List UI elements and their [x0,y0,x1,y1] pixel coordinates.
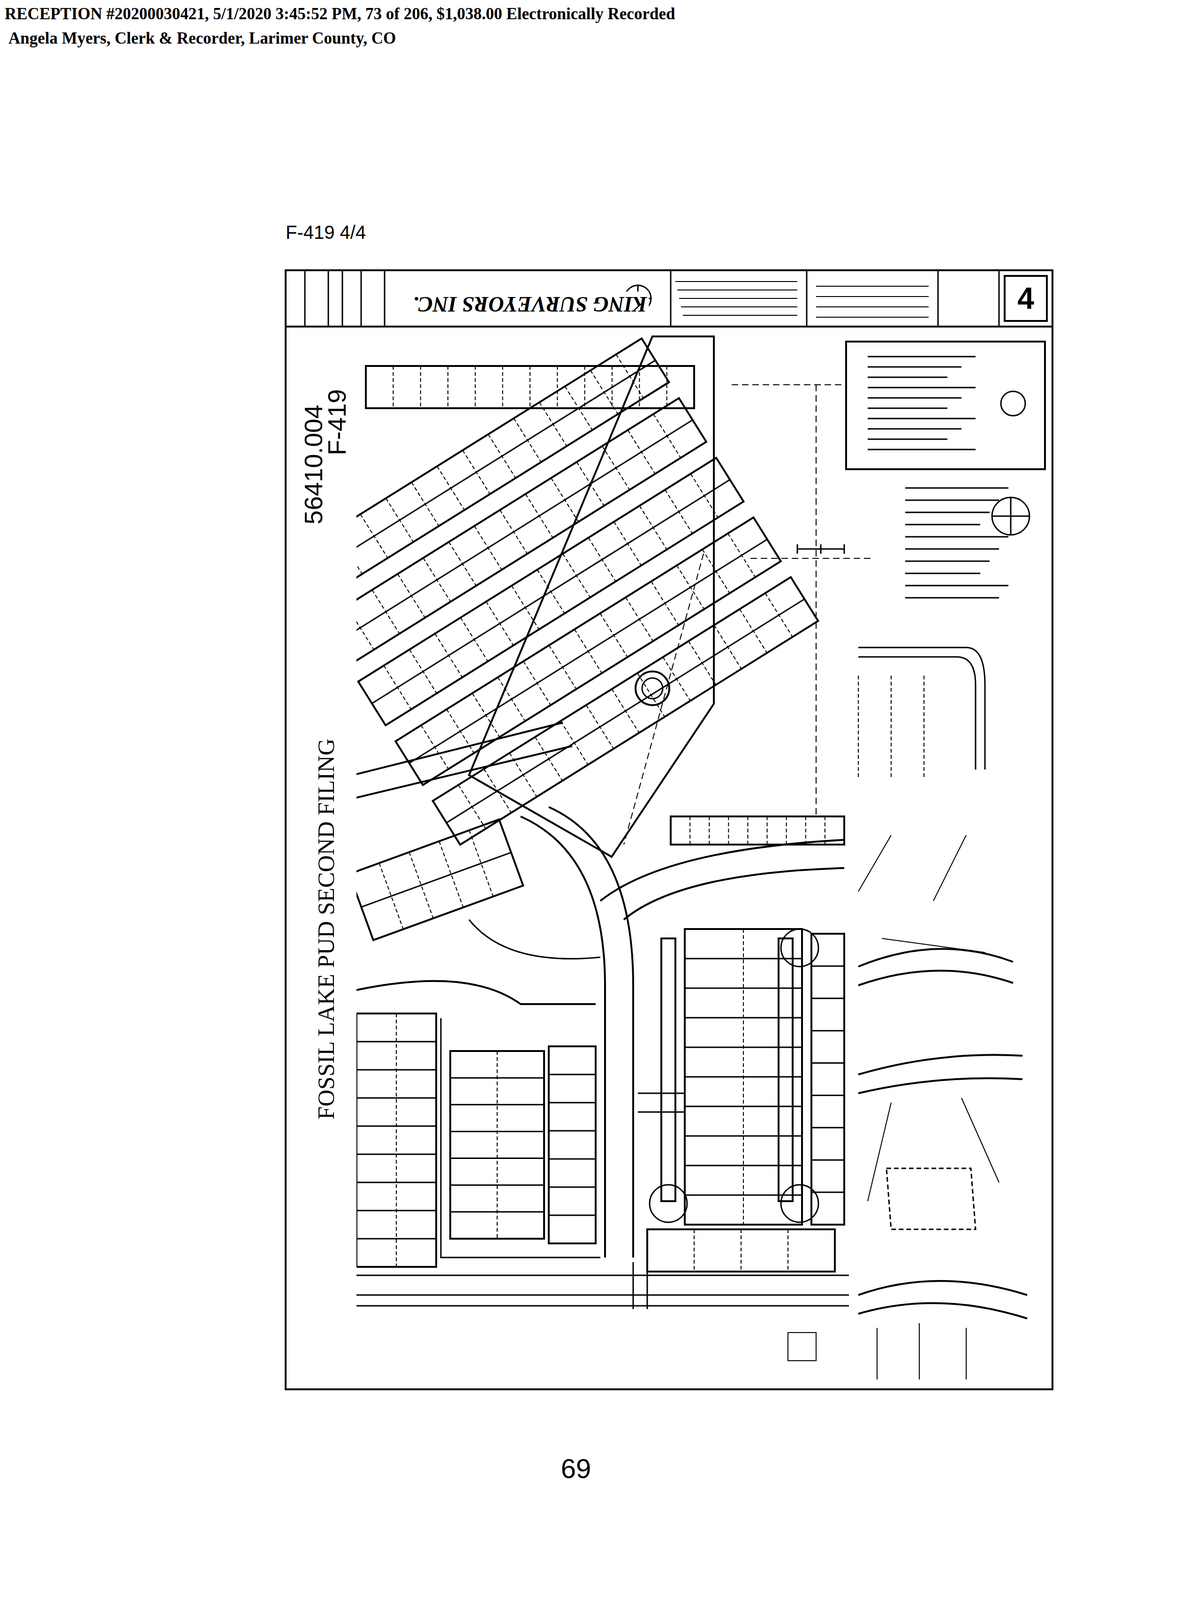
map-frame [285,270,1053,1389]
sheet-number-box: 4 [1003,274,1048,322]
plat-label: 69 [559,1452,594,1484]
title-strip [285,270,1053,327]
plat-label: F-419 4/4 [283,221,368,243]
plat-label: KING SURVEYORS INC. [411,291,650,317]
plat-title: FOSSIL LAKE PUD SECOND FILING [312,736,341,1121]
plat-label: F-419 [322,386,352,457]
plat-label: Angela Myers, Clerk & Recorder, Larimer … [6,29,398,48]
sheet-number: 4 [1017,280,1035,316]
plat-label: RECEPTION #20200030421, 5/1/2020 3:45:52… [2,4,677,24]
adjacent-filings [787,341,1045,1379]
lot-layout [356,336,873,1309]
